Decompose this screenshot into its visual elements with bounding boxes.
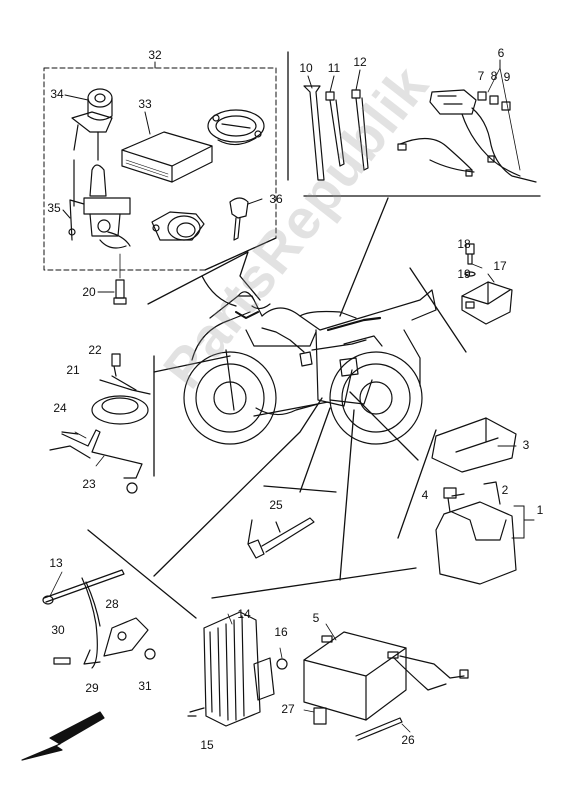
callout-34: 34 xyxy=(50,87,64,101)
ignition-switch-part xyxy=(62,159,131,249)
callout-8: 8 xyxy=(490,69,498,83)
lock-set-group xyxy=(43,61,277,271)
callout-11: 11 xyxy=(327,61,341,75)
callout-28: 28 xyxy=(105,597,119,611)
side-stand-switch-part xyxy=(42,569,156,669)
callout-10: 10 xyxy=(299,61,313,75)
callout-36: 36 xyxy=(269,192,283,206)
callout-31: 31 xyxy=(138,679,152,693)
relay-part xyxy=(461,243,513,325)
key-part xyxy=(229,197,263,241)
callout-6: 6 xyxy=(497,46,505,60)
callout-26: 26 xyxy=(401,733,415,747)
callout-25: 25 xyxy=(269,498,283,512)
callout-24: 24 xyxy=(53,401,67,415)
motorcycle-outline xyxy=(183,289,437,445)
callout-14: 14 xyxy=(237,607,251,621)
ecu-part xyxy=(121,111,213,183)
callout-9: 9 xyxy=(503,70,511,84)
callout-7: 7 xyxy=(477,69,485,83)
rectifier-part xyxy=(187,611,288,727)
callout-27: 27 xyxy=(281,702,295,716)
fuel-cap-part xyxy=(207,109,265,146)
bolt-20-part xyxy=(97,253,127,305)
starter-relay-part xyxy=(431,417,535,585)
callout-35: 35 xyxy=(47,201,61,215)
arrow-down-left-icon xyxy=(21,711,105,761)
main-switch-part xyxy=(64,88,113,161)
callout-18: 18 xyxy=(457,237,471,251)
callout-17: 17 xyxy=(493,259,507,273)
callout-21: 21 xyxy=(66,363,80,377)
callout-30: 30 xyxy=(51,623,65,637)
callout-13: 13 xyxy=(49,556,63,570)
sensor-part xyxy=(247,517,315,559)
callout-22: 22 xyxy=(88,343,102,357)
leader-lines xyxy=(87,197,467,619)
callout-1: 1 xyxy=(536,503,544,517)
callout-20: 20 xyxy=(82,285,96,299)
callout-29: 29 xyxy=(85,681,99,695)
callout-19: 19 xyxy=(457,267,471,281)
callout-23: 23 xyxy=(82,477,96,491)
battery-part xyxy=(303,623,469,741)
callout-4: 4 xyxy=(421,488,429,502)
callout-33: 33 xyxy=(138,97,152,111)
seat-lock-part xyxy=(151,211,205,241)
callout-32: 32 xyxy=(148,48,162,62)
callout-5: 5 xyxy=(312,611,320,625)
callout-2: 2 xyxy=(501,483,509,497)
callout-12: 12 xyxy=(353,55,367,69)
callout-3: 3 xyxy=(522,438,530,452)
cable-ties-group xyxy=(287,51,541,197)
horn-part xyxy=(49,353,151,494)
callout-16: 16 xyxy=(274,625,288,639)
callout-15: 15 xyxy=(200,738,214,752)
